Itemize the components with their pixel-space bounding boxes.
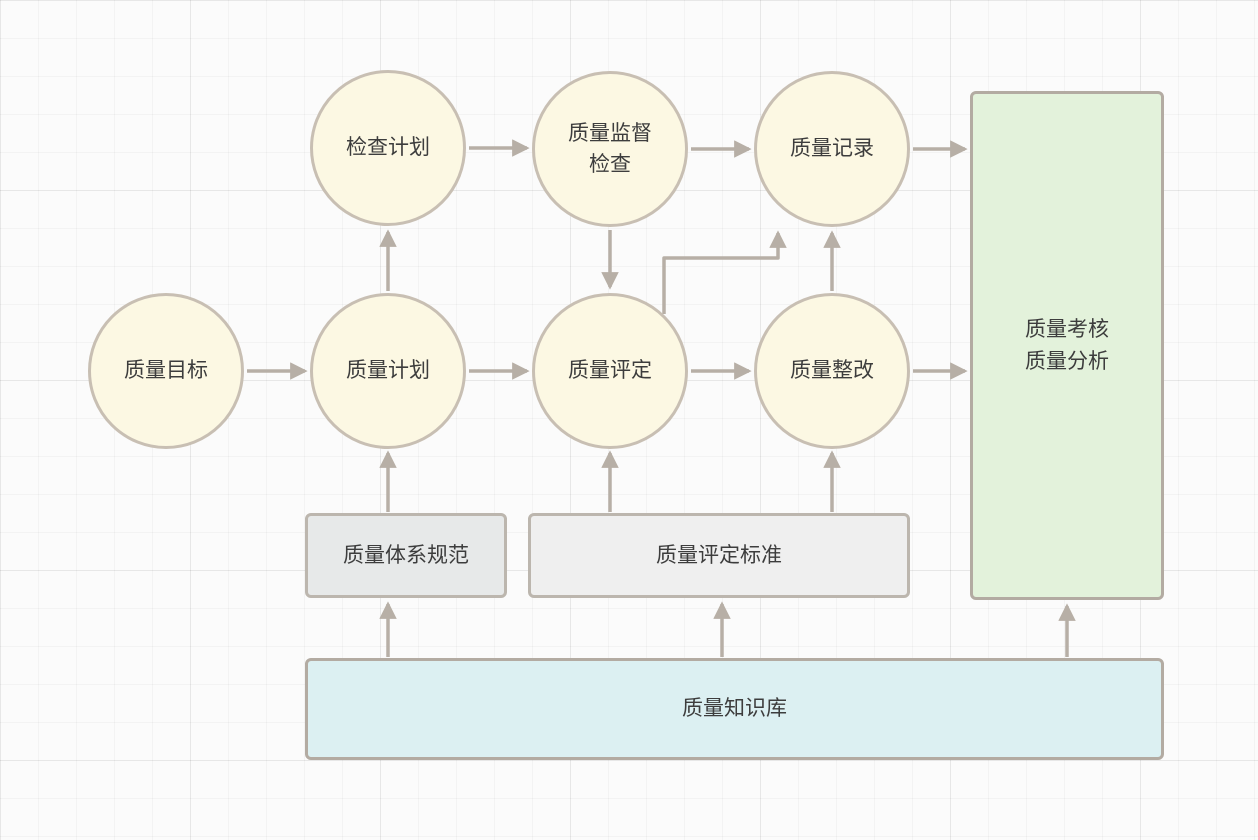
node-quality-plan-label: 质量计划 [346, 359, 430, 383]
node-quality-assessment-label: 质量评定 [568, 359, 652, 383]
node-system-spec[interactable]: 质量体系规范 [305, 513, 507, 598]
node-supervision-check-label: 质量监督 检查 [568, 121, 652, 177]
node-quality-rectification-label: 质量整改 [790, 359, 874, 383]
node-quality-target[interactable]: 质量目标 [88, 293, 244, 449]
node-quality-record[interactable]: 质量记录 [754, 71, 910, 227]
node-assessment-standard[interactable]: 质量评定标准 [528, 513, 910, 598]
node-system-spec-label: 质量体系规范 [343, 543, 469, 567]
node-check-plan[interactable]: 检查计划 [310, 70, 466, 226]
node-appraisal-analysis[interactable]: 质量考核 质量分析 [970, 91, 1164, 600]
node-check-plan-label: 检查计划 [346, 136, 430, 160]
edge-quality-assessment-to-quality-record [662, 230, 787, 314]
node-knowledge-base[interactable]: 质量知识库 [305, 658, 1164, 760]
node-assessment-standard-label: 质量评定标准 [656, 543, 782, 567]
node-quality-rectification[interactable]: 质量整改 [754, 293, 910, 449]
node-supervision-check[interactable]: 质量监督 检查 [532, 71, 688, 227]
node-quality-record-label: 质量记录 [790, 137, 874, 161]
node-appraisal-analysis-label: 质量考核 质量分析 [1025, 318, 1109, 373]
node-quality-assessment[interactable]: 质量评定 [532, 293, 688, 449]
node-quality-target-label: 质量目标 [124, 359, 208, 383]
node-knowledge-base-label: 质量知识库 [682, 697, 787, 721]
node-quality-plan[interactable]: 质量计划 [310, 293, 466, 449]
